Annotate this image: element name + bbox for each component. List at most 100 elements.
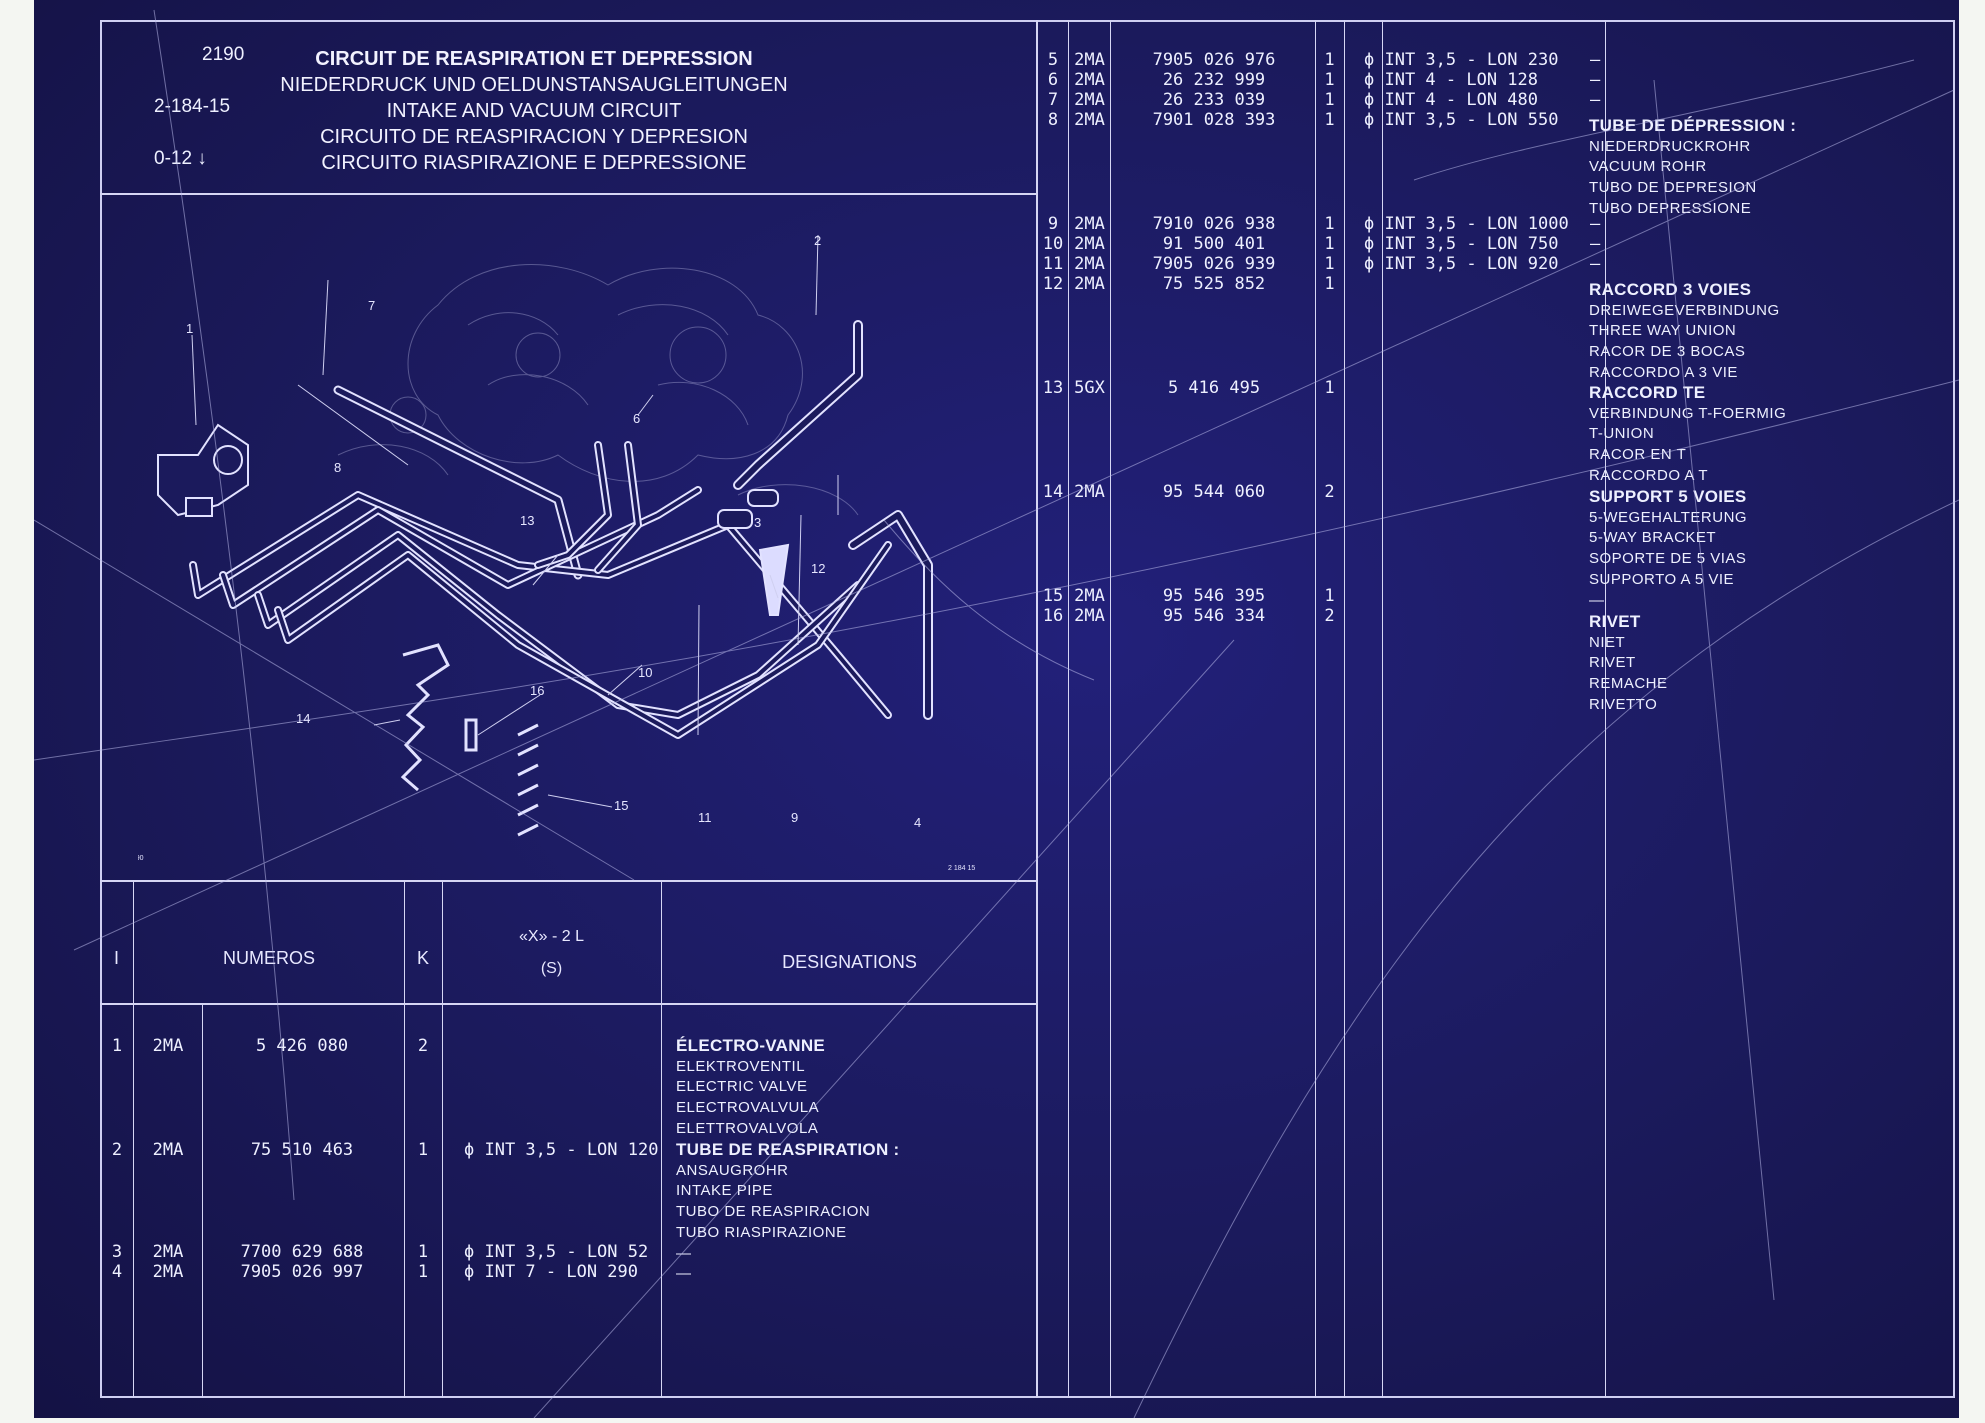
- designation-electro-valve: ÉLECTRO-VANNE ELEKTROVENTIL ELECTRIC VAL…: [676, 1036, 826, 1137]
- row-part-number: 75 510 463: [250, 1140, 354, 1160]
- row-quantity: 1: [417, 1262, 429, 1282]
- callout-14: 14: [296, 711, 310, 726]
- row-spec: ϕ INT 7 - LON 290: [464, 1262, 638, 1282]
- row-quantity: 1: [417, 1242, 429, 1262]
- divider-main-vertical: [1036, 20, 1038, 1398]
- header-title-fr: CIRCUIT DE REASPIRATION ET DEPRESSION: [315, 48, 753, 70]
- row-quantity: 1: [1324, 110, 1335, 130]
- row-prefix: 2MA: [1074, 254, 1105, 274]
- row-spec: ϕ INT 3,5 - LON 750: [1364, 234, 1559, 254]
- row-designation: —: [1590, 214, 1601, 234]
- row-index: 5: [1047, 50, 1059, 70]
- col-line-r3: [1315, 20, 1316, 1398]
- callout-11: 11: [698, 810, 712, 825]
- designation-t-union: RACCORD TE VERBINDUNG T-FOERMIG T-UNION …: [1589, 383, 1787, 484]
- row-quantity: 1: [1324, 274, 1335, 294]
- bracket-parts: [400, 643, 539, 837]
- callout-3: 3: [754, 515, 761, 530]
- header-code-1: 2190: [202, 44, 245, 65]
- col-header-designations: DESIGNATIONS: [782, 952, 917, 972]
- row-part-number: 7905 026 997: [240, 1262, 364, 1282]
- col-line-l4: [442, 880, 443, 1398]
- row-spec: ϕ INT 4 - LON 128: [1364, 70, 1538, 90]
- row-prefix: 2MA: [1074, 110, 1105, 130]
- callout-6: 6: [633, 411, 640, 426]
- row-designation: —: [1590, 70, 1601, 90]
- header-title-es: CIRCUITO DE REASPIRACION Y DEPRESION: [320, 126, 748, 148]
- row-index: 6: [1047, 70, 1059, 90]
- row-part-number: 75 525 852: [1162, 274, 1266, 294]
- row-part-number: 7905 026 976: [1152, 50, 1276, 70]
- row-prefix: 2MA: [1074, 234, 1105, 254]
- row-index: 3: [111, 1242, 123, 1262]
- row-prefix: 2MA: [1074, 606, 1105, 626]
- divider-table-header: [100, 1003, 1038, 1005]
- callout-12: 12: [811, 561, 825, 576]
- callout-10: 10: [638, 665, 652, 680]
- row-prefix: 2MA: [1074, 586, 1105, 606]
- row-quantity: 1: [1324, 214, 1335, 234]
- col-line-r5: [1382, 20, 1383, 1398]
- row-quantity: 1: [1324, 50, 1335, 70]
- row-spec: ϕ INT 3,5 - LON 920: [1364, 254, 1559, 274]
- callout-7: 7: [368, 298, 375, 313]
- row-index: 1: [111, 1036, 123, 1056]
- row-prefix: 2MA: [152, 1262, 184, 1282]
- col-line-l1: [133, 880, 134, 1398]
- parts-catalog-slide: 2190 2-184-15 0-12 ↓ CIRCUIT DE REASPIRA…: [34, 0, 1959, 1418]
- row-prefix: 2MA: [1074, 90, 1105, 110]
- header-title-en: INTAKE AND VACUUM CIRCUIT: [386, 100, 682, 122]
- exploded-circuit-diagram: 1 2 3 4 6 7 8 9 10 11 12 13 14 15 16 219…: [138, 233, 975, 872]
- row-index: 4: [111, 1262, 123, 1282]
- row-index: 12: [1042, 274, 1064, 294]
- row-index: 8: [1047, 110, 1059, 130]
- row-quantity: 1: [1324, 378, 1335, 398]
- col-line-l2: [202, 1003, 203, 1398]
- designation-rivet: RIVET NIET RIVET REMACHE RIVETTO: [1589, 612, 1668, 713]
- callout-2: 2: [814, 233, 821, 248]
- diagram-corner-code-left: 2190: [138, 855, 144, 862]
- row-part-number: 5 416 495: [1167, 378, 1261, 398]
- row-quantity: 1: [1324, 586, 1335, 606]
- row-designation: —: [1590, 234, 1601, 254]
- callout-numbers: 1 2 3 4 6 7 8 9 10 11 12 13 14 15 16 219…: [138, 233, 975, 872]
- row-prefix: 2MA: [152, 1140, 184, 1160]
- row-quantity: 1: [1324, 254, 1335, 274]
- diagram-corner-code-right: 2 184 15: [948, 865, 975, 872]
- row-spec: ϕ INT 3,5 - LON 52: [464, 1242, 649, 1262]
- row-index: 15: [1042, 586, 1064, 606]
- row-part-number: 7905 026 939: [1152, 254, 1276, 274]
- engine-ghost-outline: [337, 264, 859, 516]
- col-line-r4: [1344, 20, 1345, 1398]
- row-quantity: 1: [417, 1140, 429, 1160]
- hose-bundle: [189, 320, 933, 739]
- row-index: 9: [1047, 214, 1059, 234]
- row-part-number: 95 546 395: [1162, 586, 1266, 606]
- row-designation: —: [1590, 50, 1601, 70]
- col-line-l3: [404, 880, 405, 1398]
- col-header-x-line1: «X» - 2 L: [519, 928, 584, 945]
- callout-13: 13: [520, 513, 534, 528]
- header-code-3: 0-12 ↓: [154, 148, 207, 169]
- divider-header: [100, 193, 1038, 195]
- col-header-k: K: [416, 948, 429, 968]
- row-quantity: 2: [1324, 606, 1335, 626]
- row-designation: —: [1590, 254, 1601, 274]
- row-part-number: 95 544 060: [1162, 482, 1266, 502]
- row-quantity: 1: [1324, 234, 1335, 254]
- leader-lines: [191, 234, 839, 808]
- row-index: 7: [1047, 90, 1059, 110]
- row-quantity: 2: [1324, 482, 1335, 502]
- row-prefix: 2MA: [1074, 274, 1105, 294]
- callout-15: 15: [614, 798, 628, 813]
- row-part-number: 5 426 080: [255, 1036, 349, 1056]
- electro-valve-part: [157, 423, 249, 517]
- header-title-de: NIEDERDRUCK UND OELDUNSTANSAUGLEITUNGEN: [280, 74, 788, 96]
- col-line-l5: [661, 880, 662, 1398]
- row-prefix: 2MA: [152, 1242, 184, 1262]
- row-part-number: 91 500 401: [1162, 234, 1266, 254]
- row-part-number: 95 546 334: [1162, 606, 1266, 626]
- row-prefix: 2MA: [1074, 50, 1105, 70]
- col-line-r1: [1068, 20, 1069, 1398]
- row-prefix: 5GX: [1074, 378, 1105, 398]
